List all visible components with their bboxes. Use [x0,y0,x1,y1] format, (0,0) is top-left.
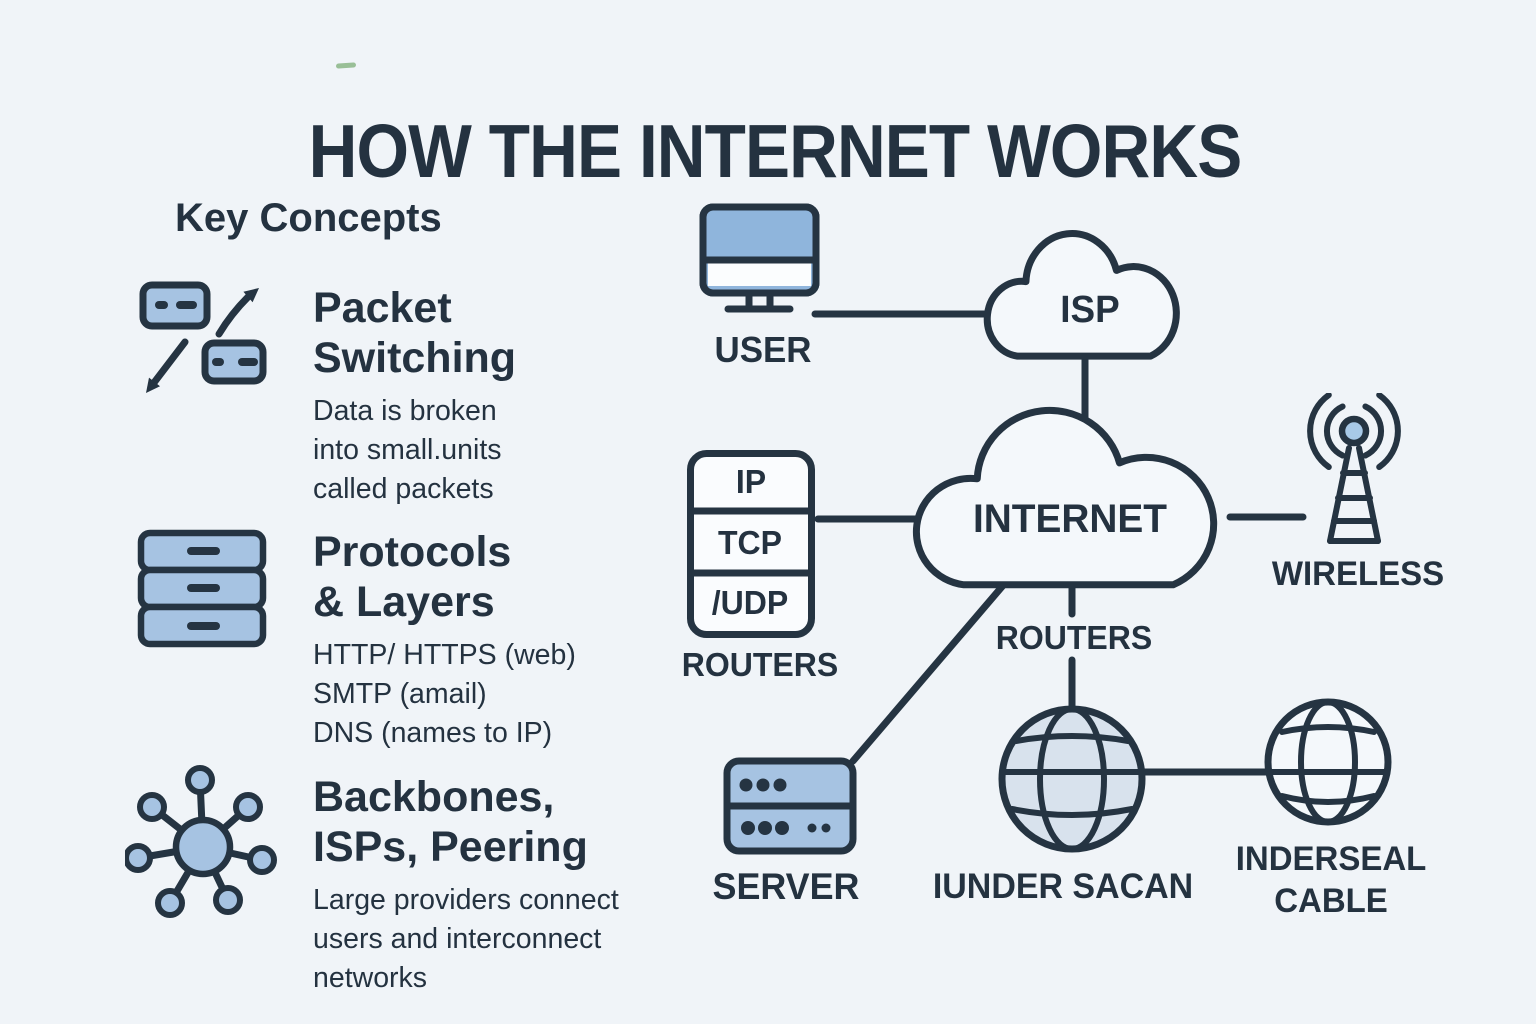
internet-cloud-icon [894,394,1243,606]
monitor-icon [699,203,820,313]
undersea-cable-globe-icon [1264,698,1392,826]
isp-cloud-icon [973,222,1195,371]
line-internet-server [849,578,1010,765]
concept-title-packet-switching: Packet Switching [313,284,517,382]
network-hub-icon [125,765,277,918]
concept-desc-packet-switching: Data is broken into small.units called p… [313,395,502,505]
antenna-icon [1307,393,1401,544]
routers-left-label: ROUTERS [681,646,839,683]
concept-desc-backbones: Large providers connect users and interc… [313,884,619,994]
user-label: USER [714,329,812,370]
packet-switching-icon [139,281,267,393]
wireless-label: WIRELESS [1271,555,1445,593]
concept-desc-protocols: HTTP/ HTTPS (web) SMTP (amail) DNS (name… [313,639,576,749]
undersea-globe-icon [998,705,1146,853]
concept-title-backbones: Backbones, ISPs, Peering [313,773,588,871]
isp-label: ISP [1060,289,1120,331]
undersea-globe-label: IUNDER SACAN [932,867,1194,906]
internet-label: INTERNET [973,497,1167,541]
protocol-row-udp: /UDP [711,584,789,621]
key-concepts-heading: Key Concepts [175,196,442,240]
protocol-row-tcp: TCP [717,524,783,561]
server-stack-icon [137,529,267,648]
routers-mid-label: ROUTERS [995,619,1153,656]
server-label: SERVER [712,866,860,907]
undersea-cable-label: INDERSEAL CABLE [1235,840,1427,920]
page-title: HOW THE INTERNET WORKS [308,109,1243,194]
protocol-row-ip: IP [735,463,767,500]
server-rack-icon [723,757,857,855]
concept-title-protocols: Protocols & Layers [313,528,512,626]
protocol-stack-box [687,450,815,638]
